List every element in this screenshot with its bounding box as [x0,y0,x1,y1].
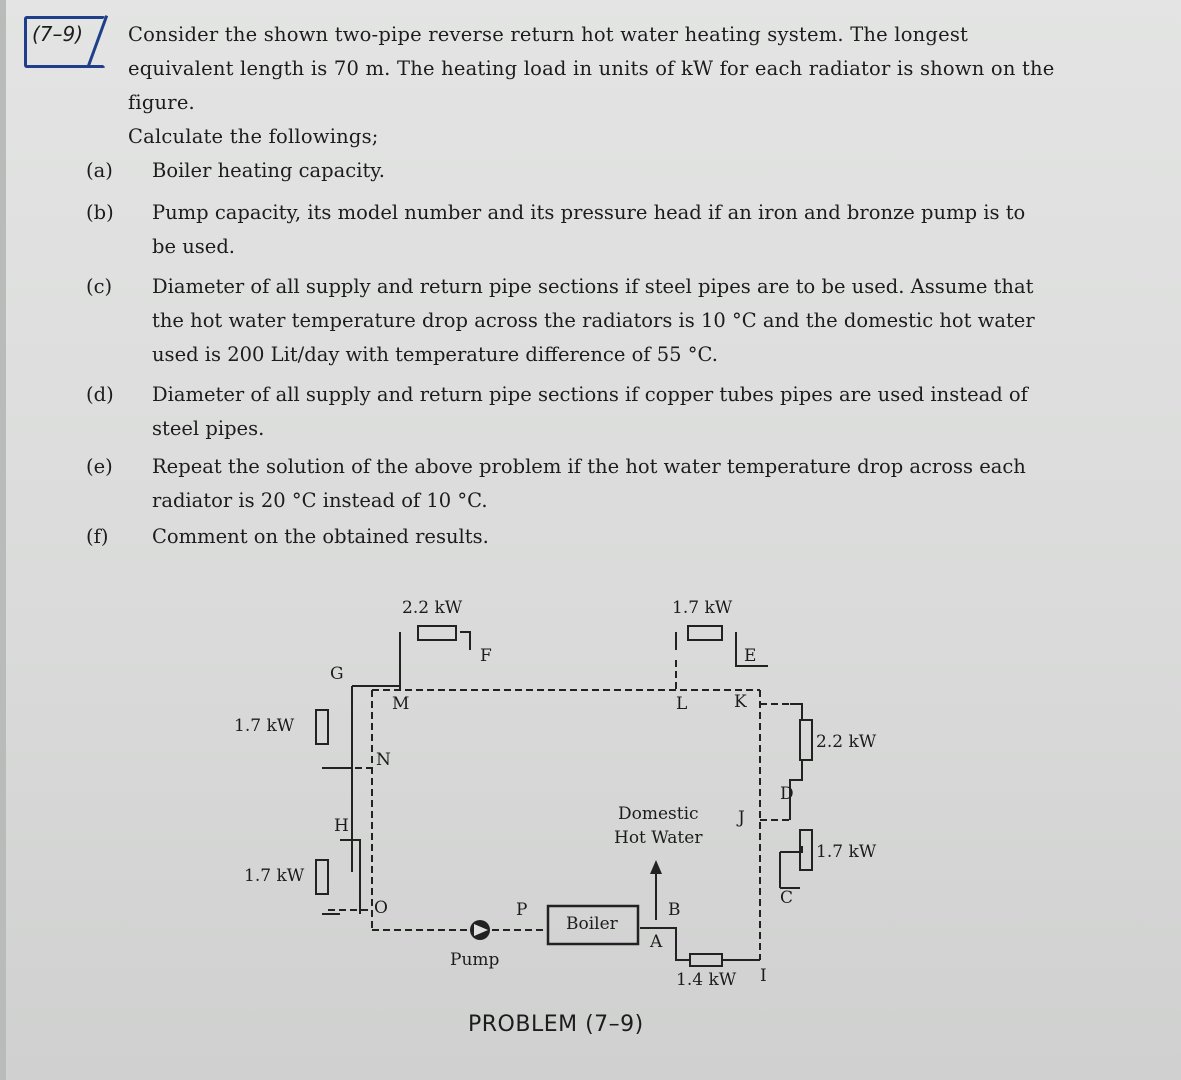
load-label-top-left: 2.2 kW [402,598,463,618]
intro-line: Consider the shown two-pipe reverse retu… [128,23,969,46]
radiator-bottom [689,953,723,967]
item-line: used is 200 Lit/day with temperature dif… [152,343,718,366]
problem-intro: Consider the shown two-pipe reverse retu… [128,18,1058,154]
figure-caption: PROBLEM (7–9) [468,1012,644,1037]
radiator-right-lower [799,829,813,871]
item-line: the hot water temperature drop across th… [152,309,1035,332]
item-label: (b) [86,201,114,224]
load-label-right-upper: 2.2 kW [816,732,877,752]
problem-number: (7–9) [32,22,84,46]
node-label-m: M [392,694,410,714]
node-label-n: N [376,750,391,770]
domestic-arrow-icon [650,860,662,874]
page-edge [0,0,6,1080]
item-line: be used. [152,235,236,258]
node-label-g: G [330,664,344,684]
item-line: Boiler heating capacity. [152,159,385,182]
pump-arrow-icon [474,924,488,936]
radiator-right-upper [799,719,813,761]
item-label: (f) [86,525,109,548]
item-line: Diameter of all supply and return pipe s… [152,275,1034,298]
node-label-k: K [734,692,747,712]
intro-line: figure. [128,91,195,114]
load-label-top-right: 1.7 kW [672,598,733,618]
load-label-left-lower: 1.7 kW [244,866,305,886]
boiler-outlet [640,927,677,940]
node-label-h: H [334,816,349,836]
radiator-top-right [687,625,723,641]
node-label-d: D [780,784,794,804]
pump-label: Pump [450,950,500,970]
item-line: radiator is 20 °C instead of 10 °C. [152,489,488,512]
node-label-o: O [374,898,388,918]
supply-pipe-top-right [675,632,768,667]
domestic-label-line2: Hot Water [614,828,703,848]
boiler-box [546,904,640,946]
node-label-p: P [516,900,528,920]
item-line: Comment on the obtained results. [152,525,489,548]
node-label-l: L [676,694,688,714]
node-label-i: I [760,966,767,986]
supply-pipe-right-lower [779,846,803,889]
radiator-left-upper [315,709,329,745]
node-label-e: E [744,646,757,666]
item-line: Repeat the solution of the above problem… [152,455,1026,478]
node-label-c: C [780,888,794,908]
load-label-right-lower: 1.7 kW [816,842,877,862]
radiator-top-left [417,625,457,641]
supply-pipe-right [789,703,803,820]
item-label: (a) [86,159,113,182]
item-line: Diameter of all supply and return pipe s… [152,383,1028,406]
problem-number-box [24,16,106,68]
domestic-label-line1: Domestic [618,804,699,824]
supply-pipe-bottom [675,940,760,961]
item-label: (d) [86,383,114,406]
node-label-f: F [480,646,492,666]
intro-line: Calculate the followings; [128,125,379,148]
load-label-left-upper: 1.7 kW [234,716,295,736]
item-line: steel pipes. [152,417,265,440]
node-label-b: B [668,900,681,920]
item-label: (e) [86,455,113,478]
node-label-a: A [650,932,663,952]
node-label-j: J [738,808,745,828]
item-label: (c) [86,275,113,298]
item-line: Pump capacity, its model number and its … [152,201,1026,224]
radiator-left-lower [315,859,329,895]
boiler-label: Boiler [566,914,618,934]
load-label-bottom: 1.4 kW [676,970,737,990]
intro-line: equivalent length is 70 m. The heating l… [128,57,1055,80]
supply-pipe-top [460,631,471,650]
